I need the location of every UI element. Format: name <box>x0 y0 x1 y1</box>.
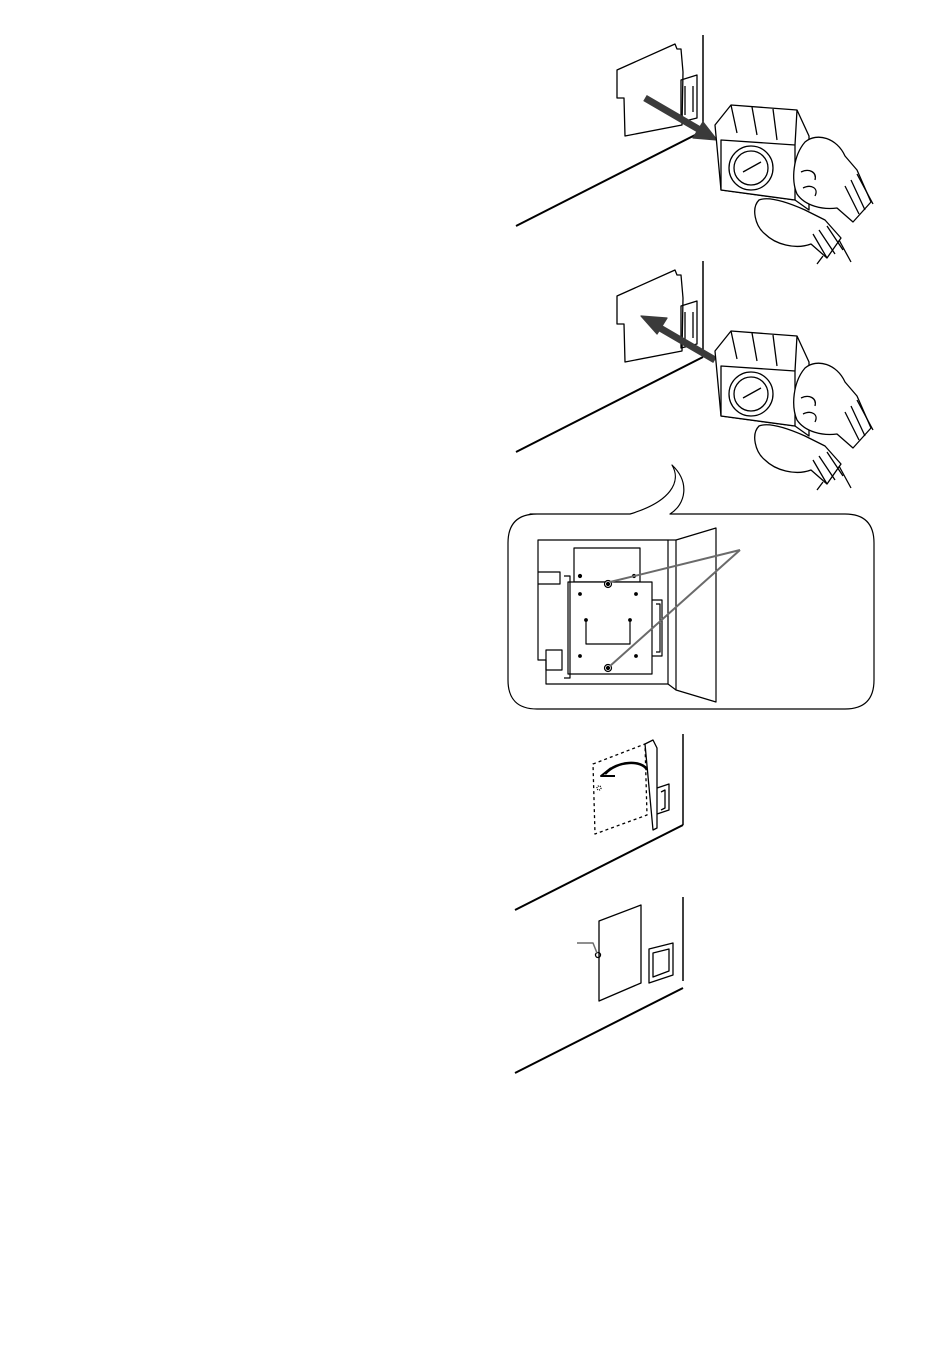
figure-fasten-cover <box>505 893 705 1078</box>
lamp-removal-illustration-icon <box>505 30 885 270</box>
figure-close-cover <box>505 730 705 915</box>
lamp-housing-detail-callout-icon <box>500 460 885 720</box>
figure-remove-lamp <box>505 30 885 270</box>
cover-fastened-illustration-icon <box>505 893 705 1078</box>
figure-lamp-screws-detail <box>500 460 885 720</box>
cover-closing-illustration-icon <box>505 730 705 915</box>
